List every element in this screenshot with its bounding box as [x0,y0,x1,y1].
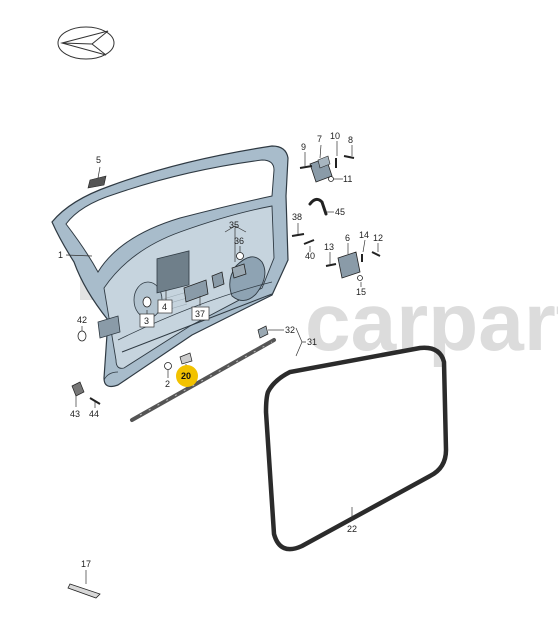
callout-40: 40 [305,251,315,261]
plane-wing-line [61,42,93,45]
part-31-trim-strip [130,338,276,422]
watermark-text: carpart [305,277,558,368]
left-hinge-bracket [97,315,121,339]
part-43-buffer [71,381,85,397]
part-36-ring [236,252,244,260]
callout-15: 15 [356,287,366,297]
callout-31: 31 [307,337,317,347]
callout-32: 32 [285,325,295,335]
lower-hinge [325,251,381,281]
part-3-grommet [142,296,152,308]
bolt-12 [371,251,381,257]
window-opening [65,159,275,273]
callout-37: 37 [195,309,205,319]
upper-rail [117,281,273,341]
washer-15 [357,275,363,281]
callout-13: 13 [324,242,334,252]
part-37-latch-block-b [211,271,225,289]
callout-14: 14 [359,230,369,240]
callout-12: 12 [373,233,383,243]
part-35-clip [231,263,247,279]
callout-7: 7 [317,134,322,144]
callout-44: 44 [89,409,99,419]
leader-14 [362,239,366,253]
upper-hinge-arm [317,155,331,169]
callout-2: 2 [165,379,170,389]
part-37-latch-block [183,279,209,303]
upper-hinge [299,155,355,183]
vent-grille [156,250,190,294]
callout-box-3 [139,313,155,328]
callout-3: 3 [144,316,149,326]
callout-1: 1 [58,250,63,260]
part-17-tool [67,583,101,599]
leader-1 [65,254,93,257]
part-45-hose [308,197,328,216]
callout-42: 42 [77,315,87,325]
direction-logo [57,26,115,60]
part-42-plug [77,330,87,342]
callout-36: 36 [234,236,244,246]
bolt-38 [291,233,305,237]
logo-ellipse [57,26,115,60]
callout-10: 10 [330,131,340,141]
part-5-wedge [87,175,107,189]
bolt-13 [325,263,337,267]
part-32-clip [257,325,269,339]
callout-20: 20 [181,371,191,381]
bottom-edge [103,371,119,381]
callout-17: 17 [81,559,91,569]
callout-box-37 [191,306,210,321]
leader-lines [65,141,379,584]
leader-7 [319,144,322,159]
lower-rail [121,293,273,353]
callout-9: 9 [301,142,306,152]
callout-45: 45 [335,207,345,217]
callout-4: 4 [162,302,167,312]
callout-22: 22 [347,524,357,534]
callout-6: 6 [345,233,350,243]
callout-labels: 1 5 9 7 10 8 11 45 38 40 6 14 12 13 15 3… [58,131,383,569]
part-2-plug [164,362,172,370]
leader-5 [97,166,101,179]
part-44-screw [89,397,101,405]
washer-11 [328,176,334,182]
part-22-door-seal [263,345,449,552]
leader-35 [224,225,247,262]
callout-11: 11 [343,174,352,184]
bolt-9 [299,165,313,169]
callout-35: 35 [229,220,239,230]
bolt-8 [343,155,355,159]
part-20-clip [179,352,193,365]
leader-31 [295,327,306,357]
callout-box-4 [157,299,173,314]
callout-5: 5 [96,155,101,165]
callout-43: 43 [70,409,80,419]
part-20-highlight [176,365,198,387]
callout-8: 8 [348,135,353,145]
bolt-40 [303,239,315,245]
callout-38: 38 [292,212,302,222]
lower-hinge-body [337,251,361,279]
